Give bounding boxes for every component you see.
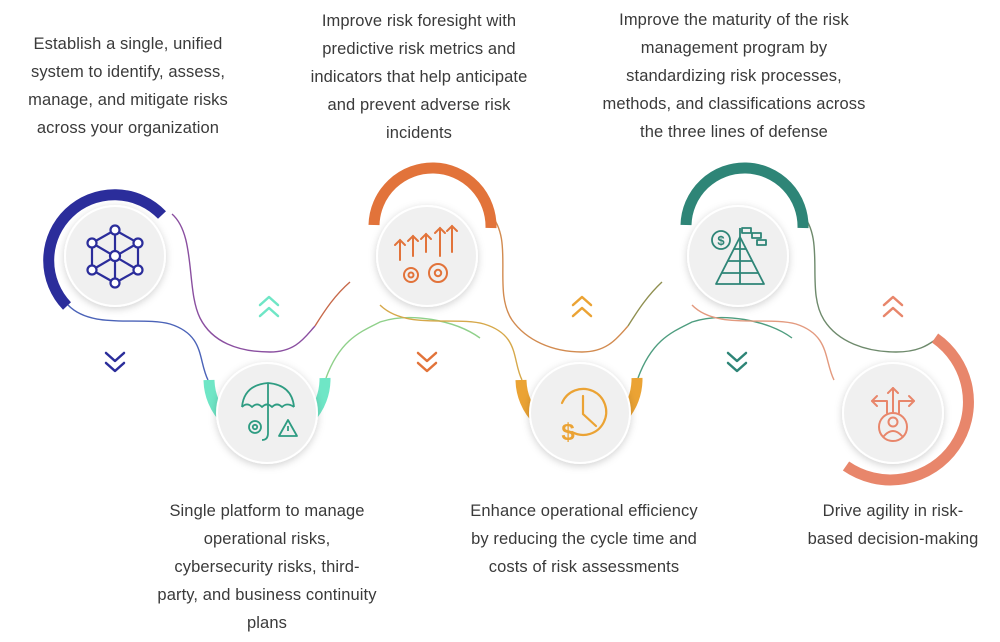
ring-arc (842, 333, 974, 486)
chevron-up-icon (882, 295, 904, 318)
connector-4-5-top (627, 281, 663, 327)
chevron-down-icon (726, 351, 748, 373)
connector-3-4-bottom (379, 304, 523, 381)
caption-single-platform: Single platform to manage operational ri… (157, 502, 377, 632)
ring-arc (680, 162, 809, 229)
dollar-clock-icon: $ (560, 387, 608, 446)
icon-circle (376, 205, 478, 307)
connector-1-2-top (171, 213, 316, 353)
caption-program-maturity: Improve the maturity of the risk managem… (602, 11, 866, 141)
step-agility (842, 295, 974, 486)
connector-1-2-bottom (67, 304, 209, 381)
step-single-platform (203, 295, 331, 464)
connector-4-5-bottom (637, 316, 793, 379)
network-hexagon-icon (86, 224, 144, 289)
svg-text:$: $ (561, 419, 575, 446)
connector-2-3-top (314, 281, 351, 327)
icon-circle (529, 362, 631, 464)
connector-2-3-bottom (325, 316, 481, 379)
step-operational-efficiency: $ (515, 295, 643, 464)
caption-agility: Drive agility in risk-based decision-mak… (807, 502, 979, 548)
icon-circle (687, 205, 789, 307)
caption-operational-efficiency: Enhance operational efficiency by reduci… (470, 502, 698, 576)
chevron-up-icon (258, 295, 280, 318)
caption-risk-foresight: Improve risk foresight with predictive r… (310, 12, 528, 142)
step-unified-system (43, 189, 166, 373)
step-program-maturity: $ (680, 162, 809, 373)
connector-5-6-top (801, 213, 936, 353)
svg-text:$: $ (717, 233, 725, 248)
icon-circle (216, 362, 318, 464)
chevron-up-icon (571, 295, 593, 318)
umbrella-gear-warning-icon (241, 382, 298, 441)
connector-5-6-bottom (691, 304, 835, 381)
caption-unified-system: Establish a single, unified system to id… (28, 35, 228, 137)
connector-3-4-top (489, 213, 629, 353)
arrows-gears-icon (394, 224, 458, 283)
step-risk-foresight (368, 162, 497, 373)
ring-arc (43, 189, 166, 310)
person-arrows-icon (871, 387, 915, 442)
ring-arc (368, 162, 497, 229)
chevron-down-icon (104, 351, 126, 373)
connector-lines (67, 213, 936, 381)
dollar-pyramid-icon: $ (711, 227, 767, 285)
chevron-down-icon (416, 351, 438, 373)
